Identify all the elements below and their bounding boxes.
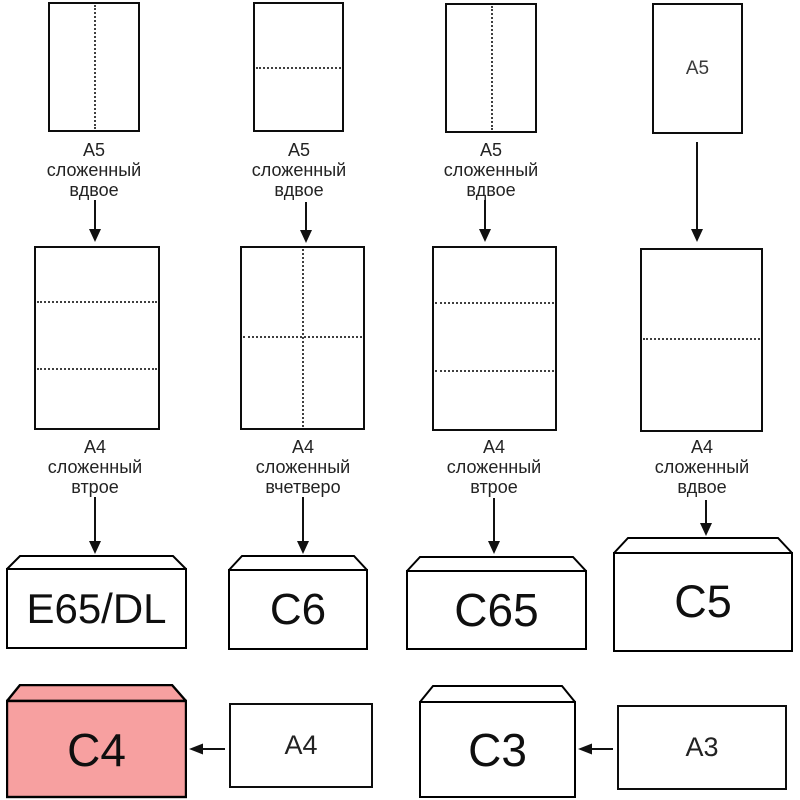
- sheet-a5-label: A5: [685, 57, 710, 79]
- envelope-shape: [613, 537, 793, 652]
- arrow-left-icon-a4-to-c4: [189, 743, 225, 755]
- caption-line: A5: [82, 140, 106, 160]
- arrow-down-icon-a4-to-c5: [700, 500, 712, 536]
- fold-line-horizontal: [435, 370, 554, 372]
- sheet-a5-fold-vertical-2: [445, 3, 537, 133]
- envelope-shape: [406, 556, 587, 650]
- arrow-down-icon-a4-to-c65: [488, 498, 500, 554]
- envelope-shape: [228, 555, 368, 650]
- arrow-down-icon-a5-4: [691, 142, 703, 242]
- caption-line: сложенный: [446, 457, 542, 477]
- caption-a5-folded-half-1: A5 сложенный вдвое: [47, 140, 141, 200]
- caption-a4-folded-thirds-1: A4 сложенный втрое: [48, 437, 142, 497]
- fold-line-vertical: [491, 6, 493, 130]
- caption-a4-folded-thirds-2: A4 сложенный втрое: [447, 437, 541, 497]
- caption-line: A5: [287, 140, 311, 160]
- fold-line-vertical: [94, 5, 96, 129]
- caption-line: A4: [482, 437, 506, 457]
- envelope-c3: C3: [419, 685, 576, 799]
- caption-line: вчетверо: [265, 477, 341, 497]
- fold-line-horizontal: [243, 336, 362, 338]
- sheet-a5-unfolded: A5: [652, 3, 743, 134]
- caption-line: сложенный: [654, 457, 750, 477]
- caption-line: вдвое: [69, 180, 119, 200]
- fold-line-horizontal: [37, 301, 157, 303]
- caption-a4-folded-half: A4 сложенный вдвое: [655, 437, 749, 497]
- caption-a5-folded-half-3: A5 сложенный вдвое: [444, 140, 538, 200]
- fold-line-horizontal: [256, 67, 341, 69]
- arrow-down-icon-a5-3: [479, 200, 491, 242]
- arrow-down-icon-a5-2: [300, 202, 312, 243]
- sheet-a4-fold-quarters: [240, 246, 365, 430]
- arrow-down-icon-a4-to-e65dl: [89, 497, 101, 554]
- envelope-c4-highlighted: C4: [6, 684, 187, 799]
- envelope-c65: C65: [406, 556, 587, 650]
- caption-a5-folded-half-2: A5 сложенный вдвое: [252, 140, 346, 200]
- caption-line: A4: [291, 437, 315, 457]
- caption-line: сложенный: [46, 160, 142, 180]
- arrow-down-icon-a5-1: [89, 200, 101, 242]
- envelope-c4-label: C4: [67, 723, 126, 776]
- caption-line: вдвое: [466, 180, 516, 200]
- arrow-left-icon-a3-to-c3: [578, 743, 613, 755]
- envelope-c3-label: C3: [468, 724, 527, 776]
- sheet-a3-source: A3: [617, 705, 787, 790]
- caption-line: сложенный: [255, 457, 351, 477]
- sheet-a4-fold-half: [640, 248, 763, 432]
- envelope-shape: [419, 685, 576, 798]
- envelope-c5: C5: [613, 537, 793, 652]
- caption-line: A4: [690, 437, 714, 457]
- caption-line: вдвое: [274, 180, 324, 200]
- caption-line: втрое: [470, 477, 518, 497]
- envelope-e65dl: E65/DL: [6, 555, 187, 649]
- caption-line: сложенный: [251, 160, 347, 180]
- caption-line: A5: [479, 140, 503, 160]
- envelope-e65dl-label: E65/DL: [26, 584, 167, 632]
- caption-line: сложенный: [443, 160, 539, 180]
- envelope-shape: [6, 555, 187, 649]
- sheet-a4-source-label: A4: [284, 730, 318, 760]
- arrow-down-icon-a4-to-c6: [297, 497, 309, 554]
- caption-line: A4: [83, 437, 107, 457]
- fold-line-horizontal: [643, 338, 760, 340]
- caption-a4-folded-quarters: A4 сложенный вчетверо: [256, 437, 350, 497]
- caption-line: вдвое: [677, 477, 727, 497]
- envelope-shape: [6, 684, 187, 799]
- fold-line-horizontal: [435, 302, 554, 304]
- sheet-a3-source-label: A3: [685, 732, 719, 762]
- envelope-c5-label: C5: [674, 576, 732, 627]
- sheet-a5-fold-horizontal: [253, 2, 344, 132]
- sheet-a4-fold-thirds-1: [34, 246, 160, 430]
- fold-line-vertical: [302, 249, 304, 427]
- sheet-a4-fold-thirds-2: [432, 246, 557, 431]
- sheet-a5-fold-vertical-1: [48, 2, 140, 132]
- caption-line: сложенный: [47, 457, 143, 477]
- envelope-c6-label: C6: [269, 584, 327, 634]
- fold-line-horizontal: [37, 368, 157, 370]
- caption-line: втрое: [71, 477, 119, 497]
- envelope-c65-label: C65: [454, 584, 539, 636]
- envelope-c6: C6: [228, 555, 368, 650]
- sheet-a4-source: A4: [229, 703, 373, 788]
